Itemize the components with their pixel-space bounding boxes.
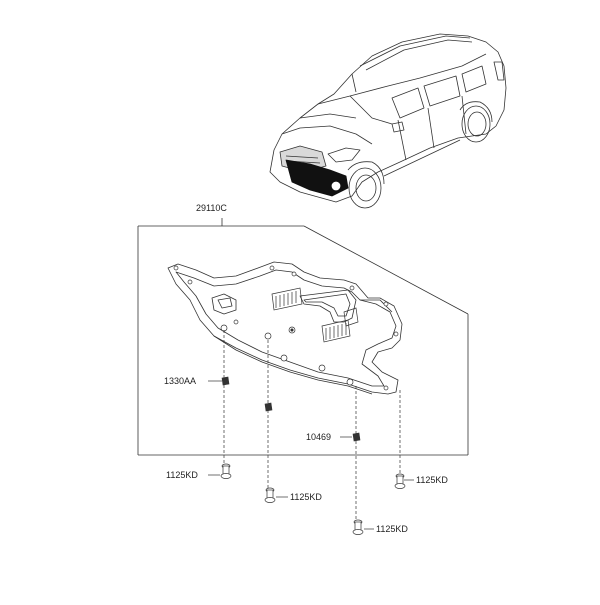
bolt-icon-4 [394, 473, 406, 489]
bolt-part-label-3: 1125KD [376, 524, 408, 534]
mounting-holes [173, 265, 399, 391]
vent-slots [271, 287, 359, 343]
nut-10469-icon [352, 432, 361, 442]
clip-part-label: 1330AA [164, 376, 197, 386]
callout-frame [137, 218, 469, 456]
clip-1330aa-icon [221, 376, 230, 386]
bolt-icon-2 [264, 487, 276, 503]
bolt-icon-3 [352, 519, 364, 535]
bolt-icon-1 [220, 463, 232, 479]
bolt-part-label-4: 1125KD [416, 475, 448, 485]
leader-lines [208, 330, 414, 530]
undercover-part-label: 29110C [196, 203, 227, 213]
vehicle-illustration [269, 33, 507, 209]
nut-part-label: 10469 [306, 432, 332, 442]
bolt-part-label-2: 1125KD [290, 492, 322, 502]
bolt-part-label-1: 1125KD [166, 470, 198, 480]
under-cover-panel [167, 261, 403, 395]
clip-icon [264, 402, 273, 412]
